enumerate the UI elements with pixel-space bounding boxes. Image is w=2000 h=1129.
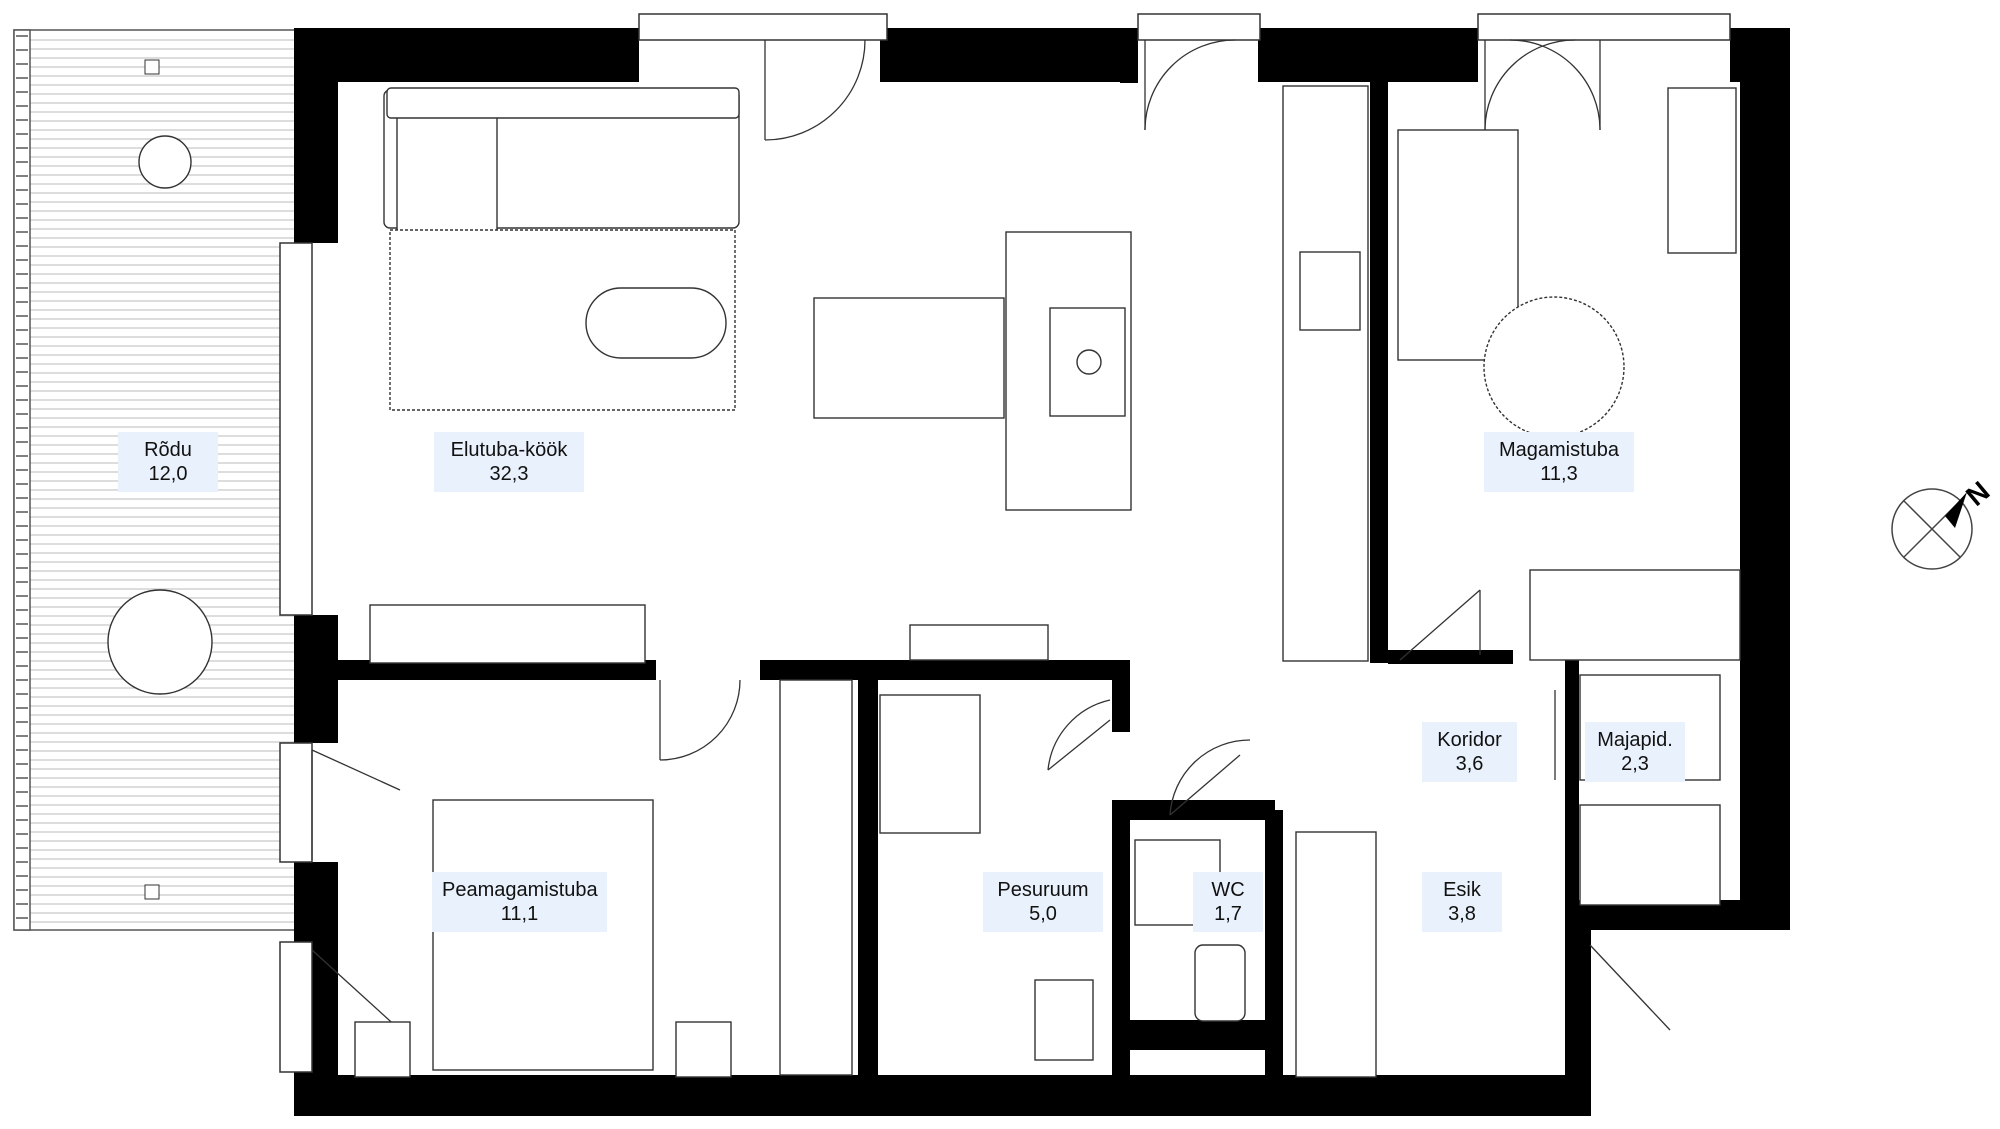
- room-label-majapid: Majapid. 2,3: [1585, 722, 1685, 782]
- room-name: Peamagamistuba: [442, 879, 598, 901]
- room-name: Pesuruum: [997, 879, 1089, 901]
- room-area: 2,3: [1621, 753, 1649, 775]
- room-area: 11,1: [500, 903, 539, 925]
- room-name: Koridor: [1437, 729, 1502, 751]
- room-name: Majapid.: [1597, 729, 1673, 751]
- room-label-peamagamistuba: Peamagamistuba 11,1: [432, 872, 607, 932]
- room-label-magamistuba: Magamistuba 11,3: [1484, 432, 1634, 492]
- room-name: Elutuba-köök: [450, 439, 568, 461]
- windows: [279, 13, 1731, 1073]
- room-label-esik: Esik 3,8: [1422, 872, 1502, 932]
- room-area: 3,8: [1448, 903, 1476, 925]
- furniture: [107, 85, 1741, 1078]
- room-area: 5,0: [1029, 903, 1057, 925]
- room-label-elutuba: Elutuba-köök 32,3: [434, 432, 584, 492]
- room-area: 12,0: [148, 463, 188, 485]
- doors: [311, 39, 1671, 1031]
- room-label-wc: WC 1,7: [1193, 872, 1263, 932]
- room-area: 3,6: [1455, 753, 1484, 775]
- room-area: 32,3: [489, 463, 529, 485]
- room-name: WC: [1211, 879, 1245, 901]
- room-name: Magamistuba: [1498, 439, 1620, 461]
- compass-icon: [1891, 488, 1973, 570]
- room-area: 11,3: [1540, 463, 1578, 485]
- room-area: 1,7: [1214, 903, 1242, 925]
- room-name: Rõdu: [144, 439, 192, 461]
- room-label-koridor: Koridor 3,6: [1422, 722, 1517, 782]
- walls: [294, 28, 1790, 1116]
- room-label-rodu: Rõdu 12,0: [118, 432, 218, 492]
- room-label-pesuruum: Pesuruum 5,0: [983, 872, 1103, 932]
- room-name: Esik: [1443, 879, 1481, 901]
